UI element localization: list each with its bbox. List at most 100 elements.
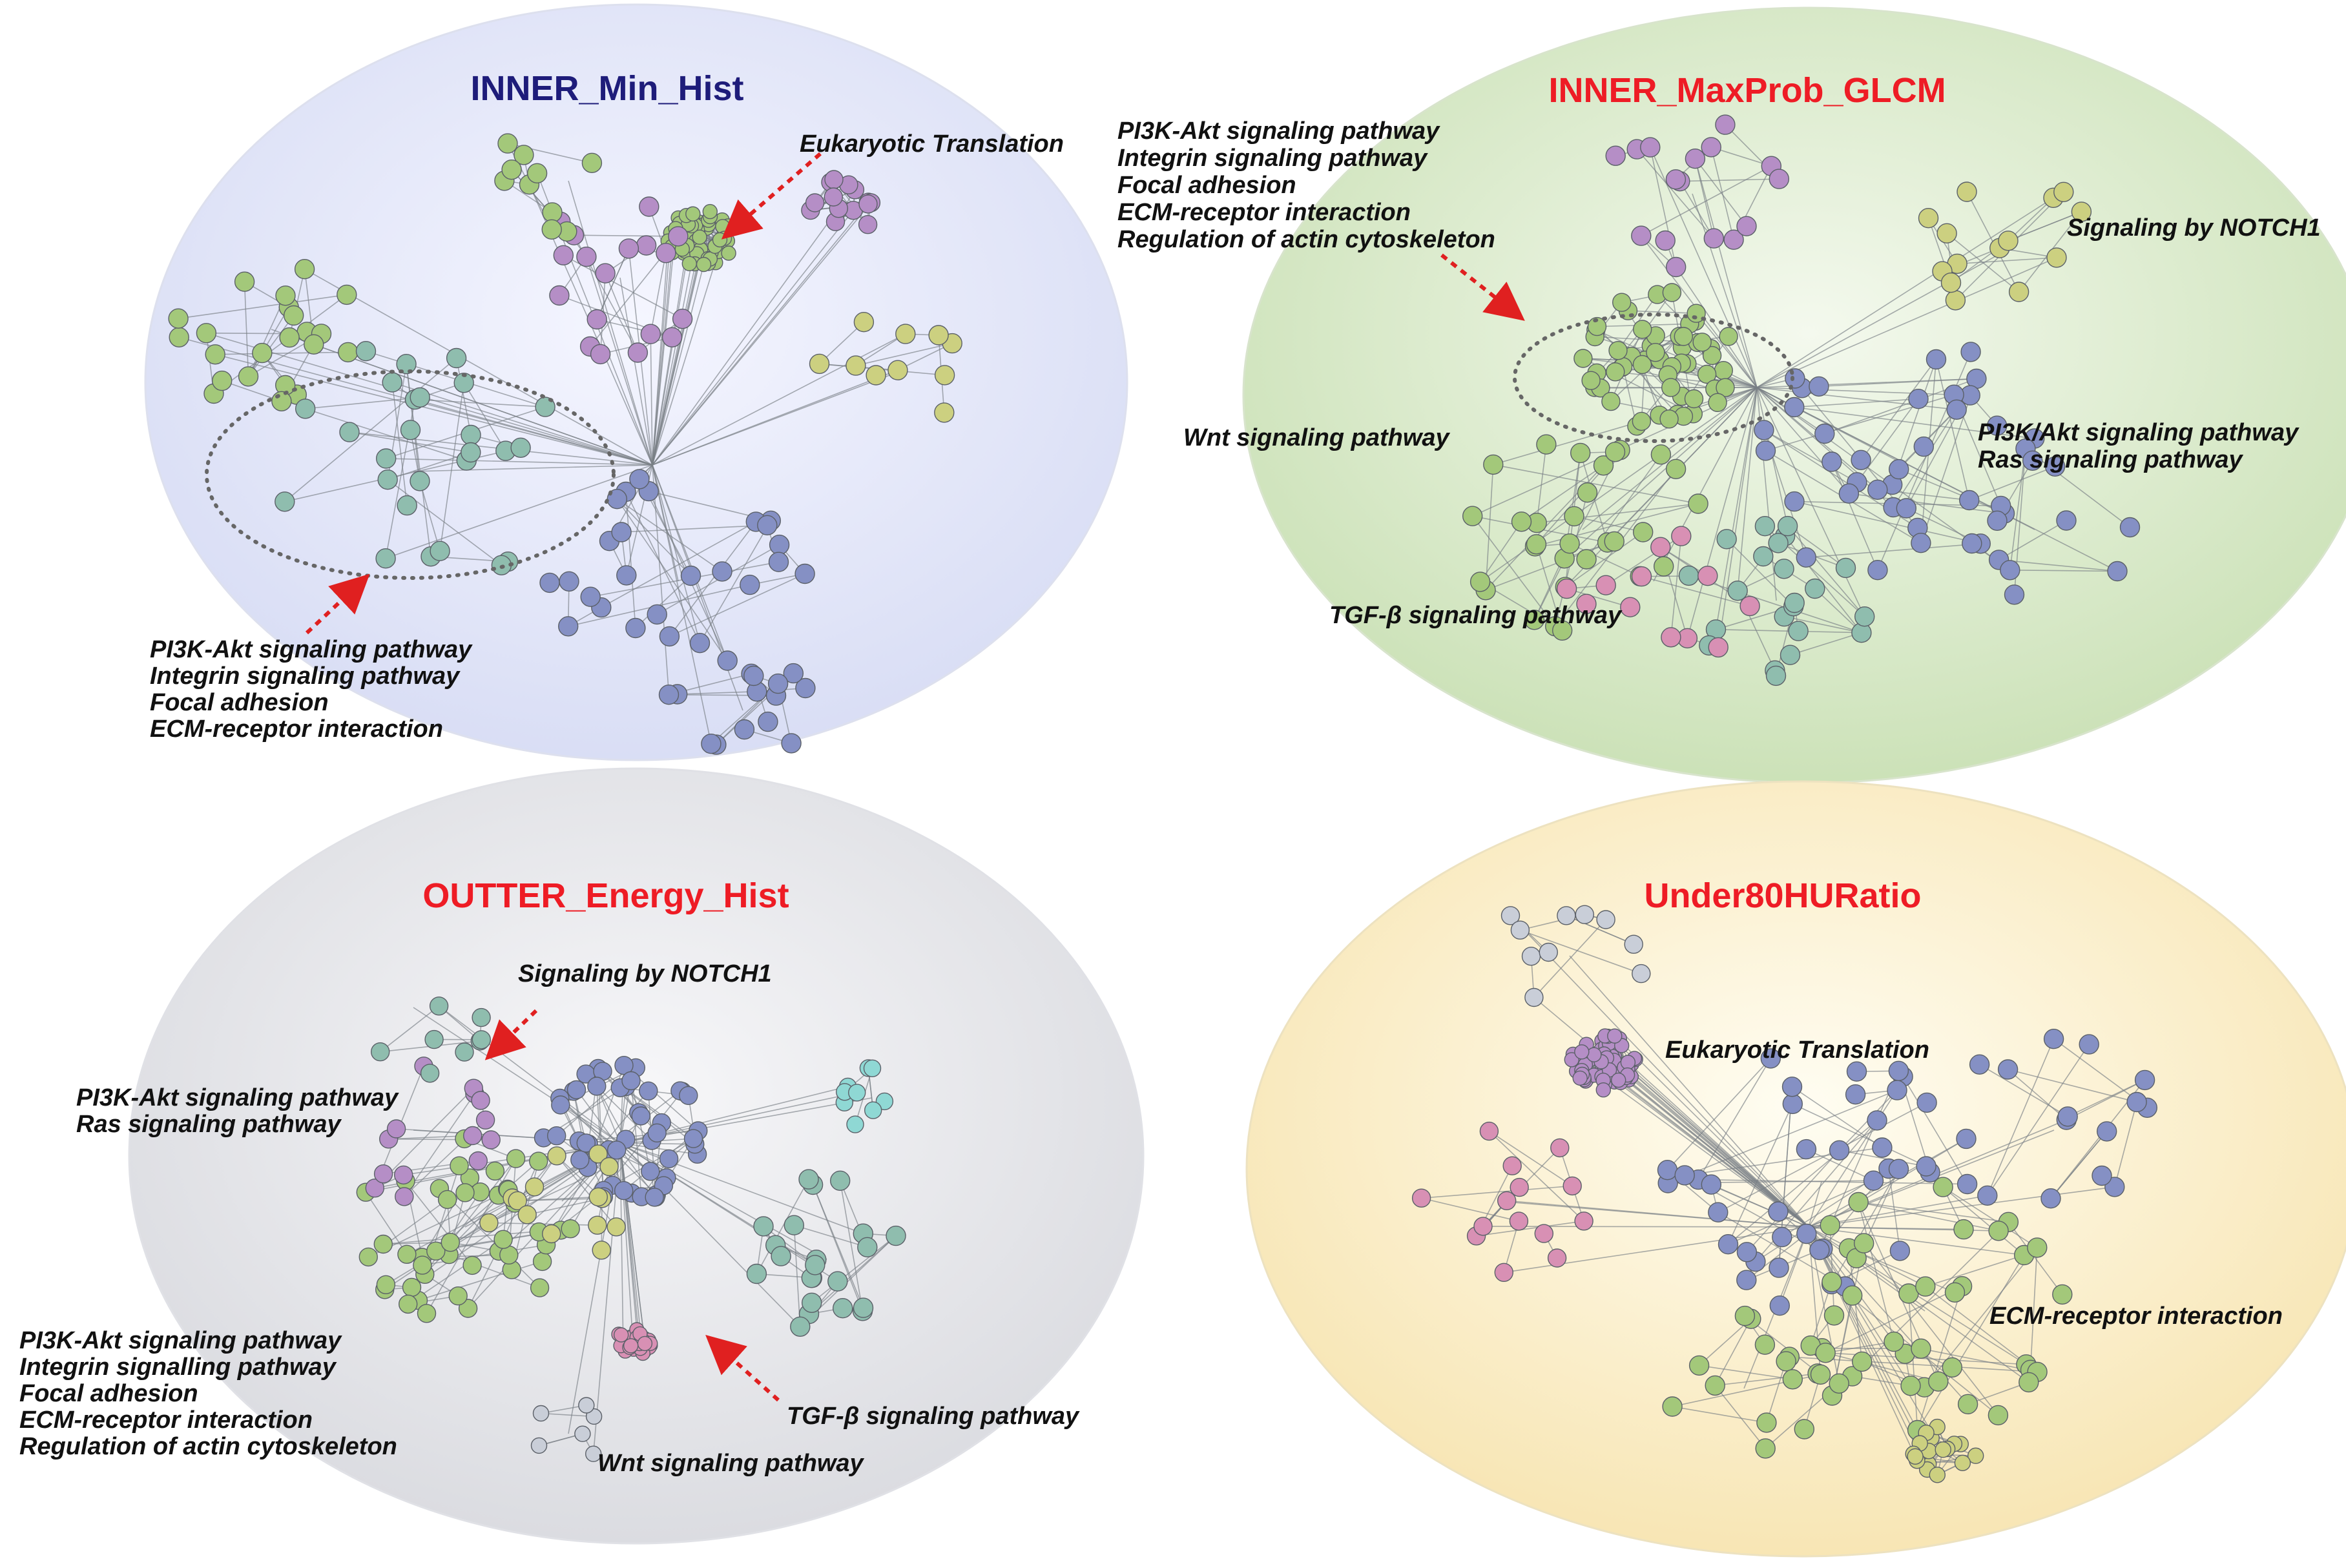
- network-edge: [652, 464, 712, 744]
- network-node: [1760, 1048, 1781, 1069]
- network-node: [625, 617, 646, 639]
- network-node: [827, 1271, 848, 1292]
- network-edge: [812, 1184, 864, 1312]
- network-node: [1620, 1055, 1636, 1070]
- network-node: [1632, 522, 1654, 542]
- network-node: [1956, 1128, 1977, 1150]
- network-node: [558, 616, 579, 637]
- network-node: [768, 552, 789, 572]
- network-node: [1988, 1221, 2009, 1241]
- network-node: [508, 1191, 527, 1211]
- network-node: [1564, 1052, 1580, 1068]
- network-node: [1835, 557, 1856, 579]
- network-edge: [415, 398, 653, 466]
- network-node: [1774, 559, 1794, 579]
- network-node: [1684, 389, 1704, 409]
- network-node: [1701, 1174, 1722, 1195]
- network-node: [1665, 256, 1687, 278]
- network-node: [588, 1144, 608, 1164]
- network-edge: [669, 521, 756, 637]
- network-node: [832, 1297, 853, 1319]
- network-node: [358, 1247, 378, 1267]
- network-node: [1754, 516, 1776, 537]
- network-edge: [1908, 1293, 1918, 1430]
- network-node: [1661, 627, 1681, 648]
- network-node: [746, 1263, 767, 1284]
- network-node: [2040, 1188, 2061, 1209]
- network-edge: [1790, 632, 1862, 655]
- network-edge: [1808, 1226, 1928, 1470]
- network-edge: [1987, 1044, 2090, 1196]
- network-node: [1595, 1082, 1612, 1098]
- network-edge: [1726, 539, 1794, 607]
- network-edge: [1969, 466, 2055, 501]
- network-node: [1524, 610, 1545, 630]
- network-node: [1576, 593, 1597, 614]
- network-edge: [616, 499, 728, 661]
- network-node: [1815, 1343, 1836, 1363]
- network-edge: [1482, 1226, 1809, 1228]
- network-node: [1596, 910, 1615, 929]
- network-edge: [1727, 1120, 1878, 1245]
- network-edge: [1566, 588, 1631, 608]
- network-node: [1552, 620, 1573, 641]
- network-node: [1511, 511, 1532, 532]
- network-node: [1780, 645, 1801, 665]
- network-edge: [625, 491, 701, 644]
- network-node: [595, 263, 616, 284]
- network-node: [712, 561, 732, 582]
- network-node: [1784, 491, 1805, 512]
- network-node: [382, 372, 402, 393]
- network-node: [1867, 479, 1888, 500]
- network-edge: [1784, 615, 1862, 634]
- annotation-label: TGF-β signaling pathway: [1329, 602, 1623, 629]
- network-node: [1510, 1177, 1529, 1197]
- network-edge: [568, 180, 653, 466]
- network-node: [1942, 1357, 1963, 1378]
- network-edge: [652, 264, 705, 466]
- network-edge: [818, 322, 864, 364]
- network-node: [339, 422, 360, 442]
- network-edge: [1627, 1068, 1809, 1228]
- network-node: [1928, 1371, 1949, 1392]
- network-node: [1838, 483, 1860, 504]
- network-node: [767, 673, 789, 694]
- network-node: [400, 420, 421, 440]
- network-node: [1526, 534, 1547, 555]
- network-edge: [1636, 149, 1714, 239]
- network-node: [928, 325, 949, 346]
- network-node: [847, 1084, 866, 1102]
- network-node: [437, 1190, 457, 1210]
- network-node: [169, 327, 189, 347]
- network-edge: [215, 351, 348, 355]
- network-node: [1734, 1305, 1756, 1326]
- network-edge: [1808, 1138, 1967, 1228]
- network-node: [271, 391, 292, 411]
- network-node: [702, 203, 718, 220]
- network-node: [196, 323, 217, 344]
- network-edge: [619, 1142, 827, 1260]
- network-edge: [1696, 313, 1758, 388]
- network-node: [430, 541, 450, 561]
- network-edge: [1601, 1076, 1809, 1228]
- network-node: [1547, 1248, 1567, 1268]
- network-graph: [356, 996, 906, 1462]
- network-node: [607, 1217, 626, 1237]
- network-node: [1575, 905, 1595, 924]
- network-node: [659, 1149, 679, 1169]
- network-node: [588, 1215, 607, 1235]
- network-edge: [2050, 1131, 2108, 1199]
- network-node: [740, 574, 760, 595]
- network-node: [212, 370, 233, 391]
- network-edge: [560, 1104, 651, 1172]
- network-edge: [1476, 1220, 1584, 1237]
- network-node: [375, 548, 396, 569]
- network-node: [549, 285, 570, 306]
- network-node: [455, 1183, 475, 1202]
- panel-title: INNER_Min_Hist: [470, 69, 743, 108]
- network-node: [1911, 533, 1931, 553]
- network-node: [798, 1169, 819, 1190]
- network-node: [1872, 1137, 1893, 1158]
- network-node: [645, 1188, 664, 1207]
- annotation-label: ECM-receptor interaction: [1989, 1303, 2283, 1330]
